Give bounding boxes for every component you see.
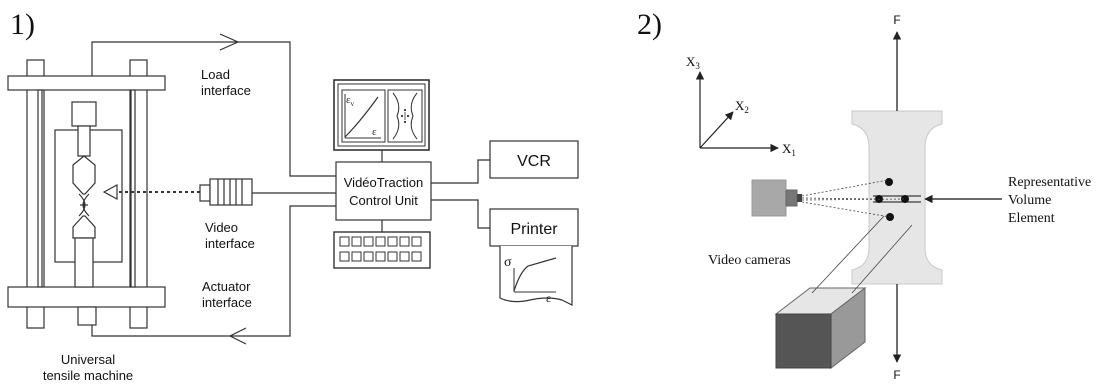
panel-1-number: 1): [10, 8, 35, 41]
load-arrowhead: [219, 33, 240, 51]
printer-label: Printer: [510, 221, 558, 238]
force-label-top: F: [893, 13, 900, 27]
coordinate-axes: [695, 71, 779, 153]
rve-label-1: Representative: [1008, 175, 1091, 190]
actuator-interface-label-1: Actuator: [202, 279, 251, 294]
video-interface-label-1: Video: [205, 220, 238, 235]
printout-axis-y: σ: [504, 255, 512, 270]
load-interface-label-2: interface: [201, 83, 251, 98]
force-label-bottom: F: [893, 368, 900, 382]
vcr-box: [489, 140, 579, 179]
control-unit-label-1: VidéoTraction: [344, 175, 424, 190]
wiring: [91, 33, 490, 345]
tensile-machine: [7, 59, 166, 329]
camera-icon: [199, 178, 253, 206]
panel-2-number: 2): [637, 8, 662, 41]
actuator-interface-label-2: interface: [202, 295, 252, 310]
printer-wire: [431, 199, 490, 229]
rve-label-2: Volume: [1008, 193, 1051, 208]
monitor-axis-x: ε: [372, 126, 377, 138]
video-camera-box-icon: [774, 215, 913, 370]
keyboard-icon: [333, 231, 431, 269]
printer-box: [489, 208, 579, 247]
machine-label-1: Universal: [61, 352, 115, 367]
specimen: [851, 110, 943, 285]
video-camera-icon: [751, 179, 905, 218]
load-interface-wire: [91, 41, 336, 177]
axis-x3-label: X3: [686, 54, 700, 71]
video-interface-label-2: interface: [205, 236, 255, 251]
axis-x1-label: X1: [782, 141, 796, 158]
printout-axis-x: ε: [546, 291, 551, 305]
panel-1: 1): [7, 8, 579, 383]
machine-label-2: tensile machine: [43, 368, 133, 383]
control-unit-box: [335, 161, 432, 221]
video-cameras-label: Video cameras: [708, 253, 791, 268]
rve-label-3: Element: [1008, 211, 1055, 226]
monitor-axis-y: εv: [346, 94, 355, 108]
actuator-interface-wire: [91, 205, 336, 337]
printout-icon: [499, 246, 573, 306]
axis-x2-label: X2: [735, 98, 749, 115]
actuator-arrowhead: [228, 327, 247, 345]
vcr-wire: [431, 159, 490, 184]
vcr-label: VCR: [517, 153, 551, 170]
video-pointer-arrowhead: [102, 183, 118, 201]
monitor-icon: [333, 79, 430, 151]
load-interface-label-1: Load: [201, 67, 230, 82]
control-unit-label-2: Control Unit: [349, 193, 418, 208]
panel-2: 2) X3 X2 X1 F F Representative Volume El…: [637, 8, 1091, 382]
